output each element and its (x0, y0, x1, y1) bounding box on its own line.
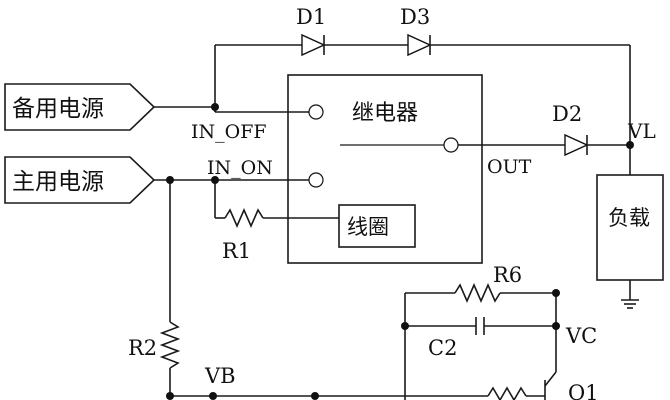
pin-out-label: OUT (487, 156, 532, 178)
ground-symbol (621, 299, 639, 309)
pin-in-on-label: IN_ON (207, 157, 273, 179)
r2-label: R2 (128, 336, 157, 360)
base-resistor (487, 386, 527, 400)
r6-resistor (454, 283, 501, 303)
r2-resistor (159, 321, 181, 369)
d3-diode (407, 33, 432, 57)
d1-label: D1 (296, 5, 326, 29)
terminal-in-off (308, 104, 324, 120)
load-label: 负载 (608, 206, 650, 230)
terminal-in-on (308, 172, 324, 188)
vb-label: VB (204, 364, 236, 388)
vc-label: VC (565, 324, 597, 348)
d3-label: D3 (400, 5, 430, 29)
main-power-tag: 主用电源 (4, 156, 156, 204)
relay-title: 继电器 (352, 101, 418, 126)
d2-diode (564, 133, 589, 157)
q1-label: Q1 (568, 381, 599, 400)
pin-in-off-label: IN_OFF (191, 121, 267, 143)
d1-diode (301, 33, 326, 57)
d2-label: D2 (552, 102, 582, 126)
r6-label: R6 (493, 263, 522, 287)
vl-label: VL (627, 119, 656, 143)
coil-label: 线圈 (347, 215, 389, 239)
coil-box (338, 204, 416, 248)
main-power-label: 主用电源 (12, 169, 104, 195)
backup-power-label: 备用电源 (12, 96, 104, 122)
terminal-out (443, 137, 459, 153)
relay-box: 继电器 线圈 (287, 74, 483, 264)
r1-label: R1 (222, 239, 251, 263)
r1-resistor (224, 208, 264, 228)
backup-power-tag: 备用电源 (4, 83, 156, 131)
q1-collector (544, 371, 557, 387)
c2-label: C2 (428, 336, 457, 360)
